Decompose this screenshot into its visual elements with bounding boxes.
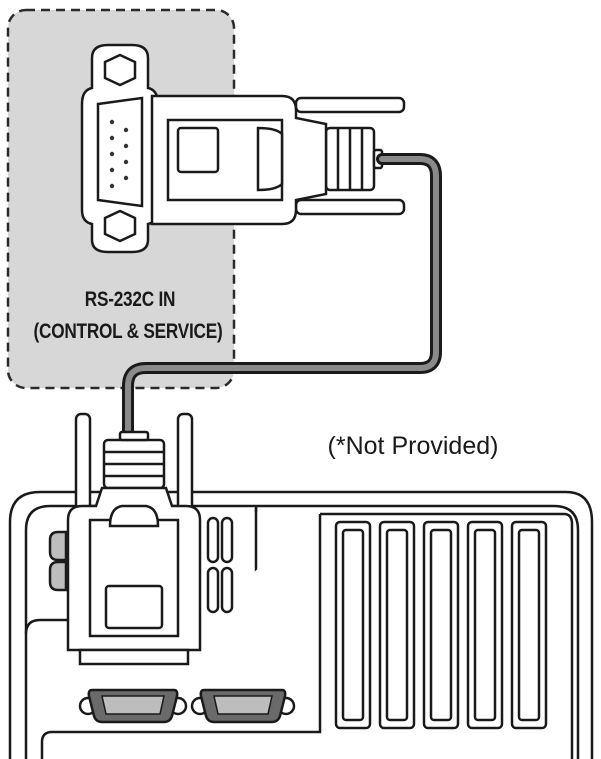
expansion-slots	[334, 520, 548, 730]
case-vents	[48, 516, 234, 614]
computer-serial-port-2	[190, 688, 296, 724]
rs232c-port-pins	[109, 119, 129, 189]
serial-cable-core	[125, 156, 439, 443]
top-serial-plug	[150, 94, 406, 226]
computer-serial-port-1	[78, 688, 188, 724]
bottom-serial-plug	[66, 412, 202, 666]
rs232c-port-socket	[80, 43, 160, 254]
